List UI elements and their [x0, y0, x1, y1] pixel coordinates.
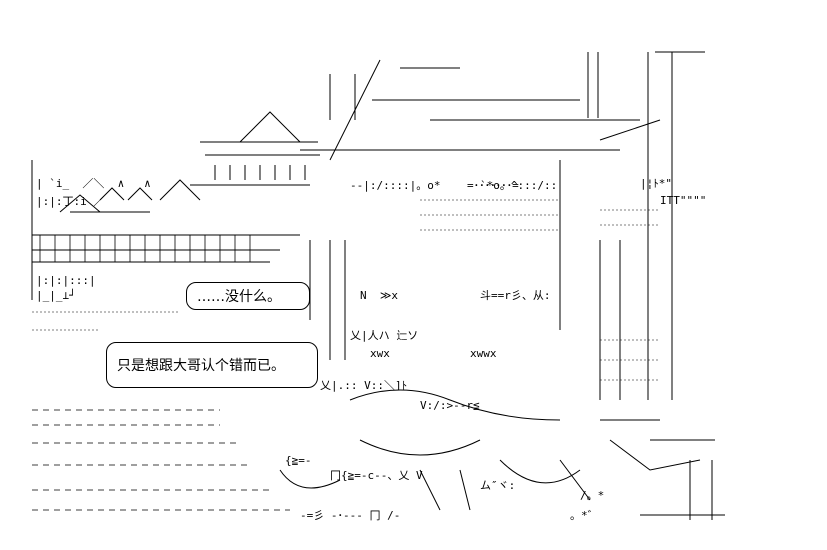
dialogue-line: ……没什么。: [197, 289, 281, 305]
ascii-fragment: | `i_ ／＼ ∧ ∧: [36, 177, 151, 190]
speech-bubble: 只是想跟大哥认个错而已。: [106, 342, 318, 388]
ascii-fragment: 乂|.:: V::＼]ﾄ: [320, 379, 408, 392]
dialogue-line: 只是想跟大哥认个错而已。: [117, 358, 285, 374]
ascii-fragment: {≧=-: [285, 454, 312, 467]
ascii-fragment: V:/:>--r≦: [420, 399, 480, 412]
ascii-fragment: xwx: [370, 347, 390, 360]
ascii-fragment: ム″ヾ:: [480, 479, 516, 492]
ascii-fragment: /。*: [580, 489, 605, 502]
ascii-fragment: N ≫x: [360, 289, 399, 302]
ascii-fragment: 斗==r彡、从:: [480, 289, 551, 302]
ascii-fragment: `*o。^:::/::: [480, 179, 558, 192]
ascii-fragment: |_|_⊥┘: [36, 289, 76, 302]
ascii-fragment: --|:/::::|。o* =･･･････=: [350, 179, 519, 192]
ascii-fragment: |:|:|:::|: [36, 274, 96, 287]
speech-bubble: ……没什么。: [186, 282, 310, 310]
ascii-fragment: 。*゛: [570, 509, 599, 522]
ascii-fragment: 冂{≧=-c--、乂 V: [330, 469, 423, 482]
ascii-fragment: |¦ﾄ*": [640, 177, 672, 190]
ascii-fragment: ITT"""": [660, 194, 707, 207]
ascii-fragment: -=彡 -･--- 冂 /-: [300, 509, 401, 522]
ascii-fragment: xwwx: [470, 347, 497, 360]
ascii-fragment: |:|:丁:i ／: [36, 195, 105, 208]
ascii-fragment: 乂|人ハ 辷ソ: [350, 329, 419, 342]
